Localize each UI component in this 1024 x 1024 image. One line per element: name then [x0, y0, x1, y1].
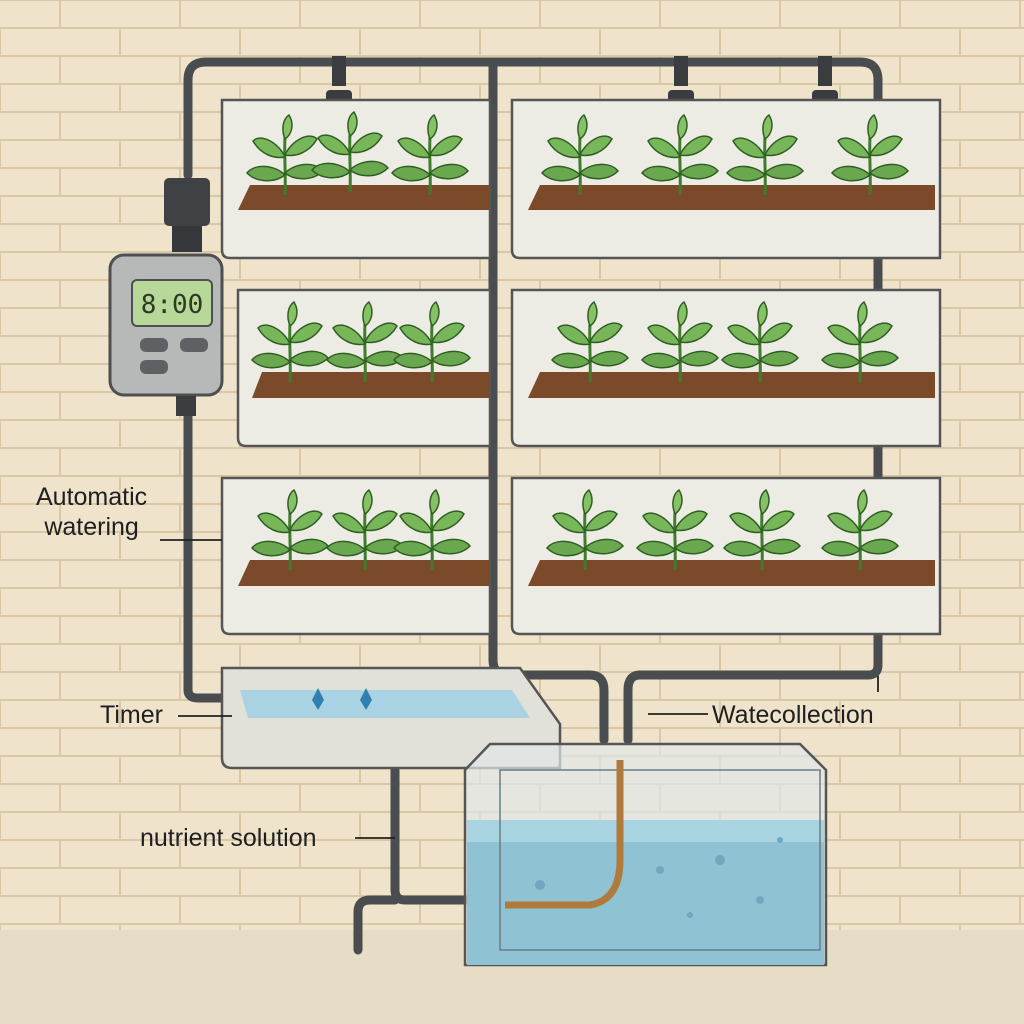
nutrient-solution-label: nutrient solution: [140, 824, 317, 852]
pipe-coupling: [164, 178, 210, 226]
collection-tray: [220, 666, 562, 770]
timer-display: 8:00: [141, 290, 204, 320]
planter-row-3: [220, 476, 942, 636]
automatic-watering-label-line2: watering: [44, 513, 139, 541]
timer-device: 8:00: [108, 253, 224, 416]
automatic-watering-label-line1: Automatic: [36, 483, 148, 511]
timer-label: Timer: [100, 701, 163, 729]
label-leader-lines: [160, 539, 879, 839]
planter-row-1: [220, 98, 942, 260]
water-collection-label: Watecollection: [712, 701, 874, 729]
reservoir-tank: [463, 742, 828, 967]
automatic-watering-label: Automatic watering: [36, 482, 147, 542]
